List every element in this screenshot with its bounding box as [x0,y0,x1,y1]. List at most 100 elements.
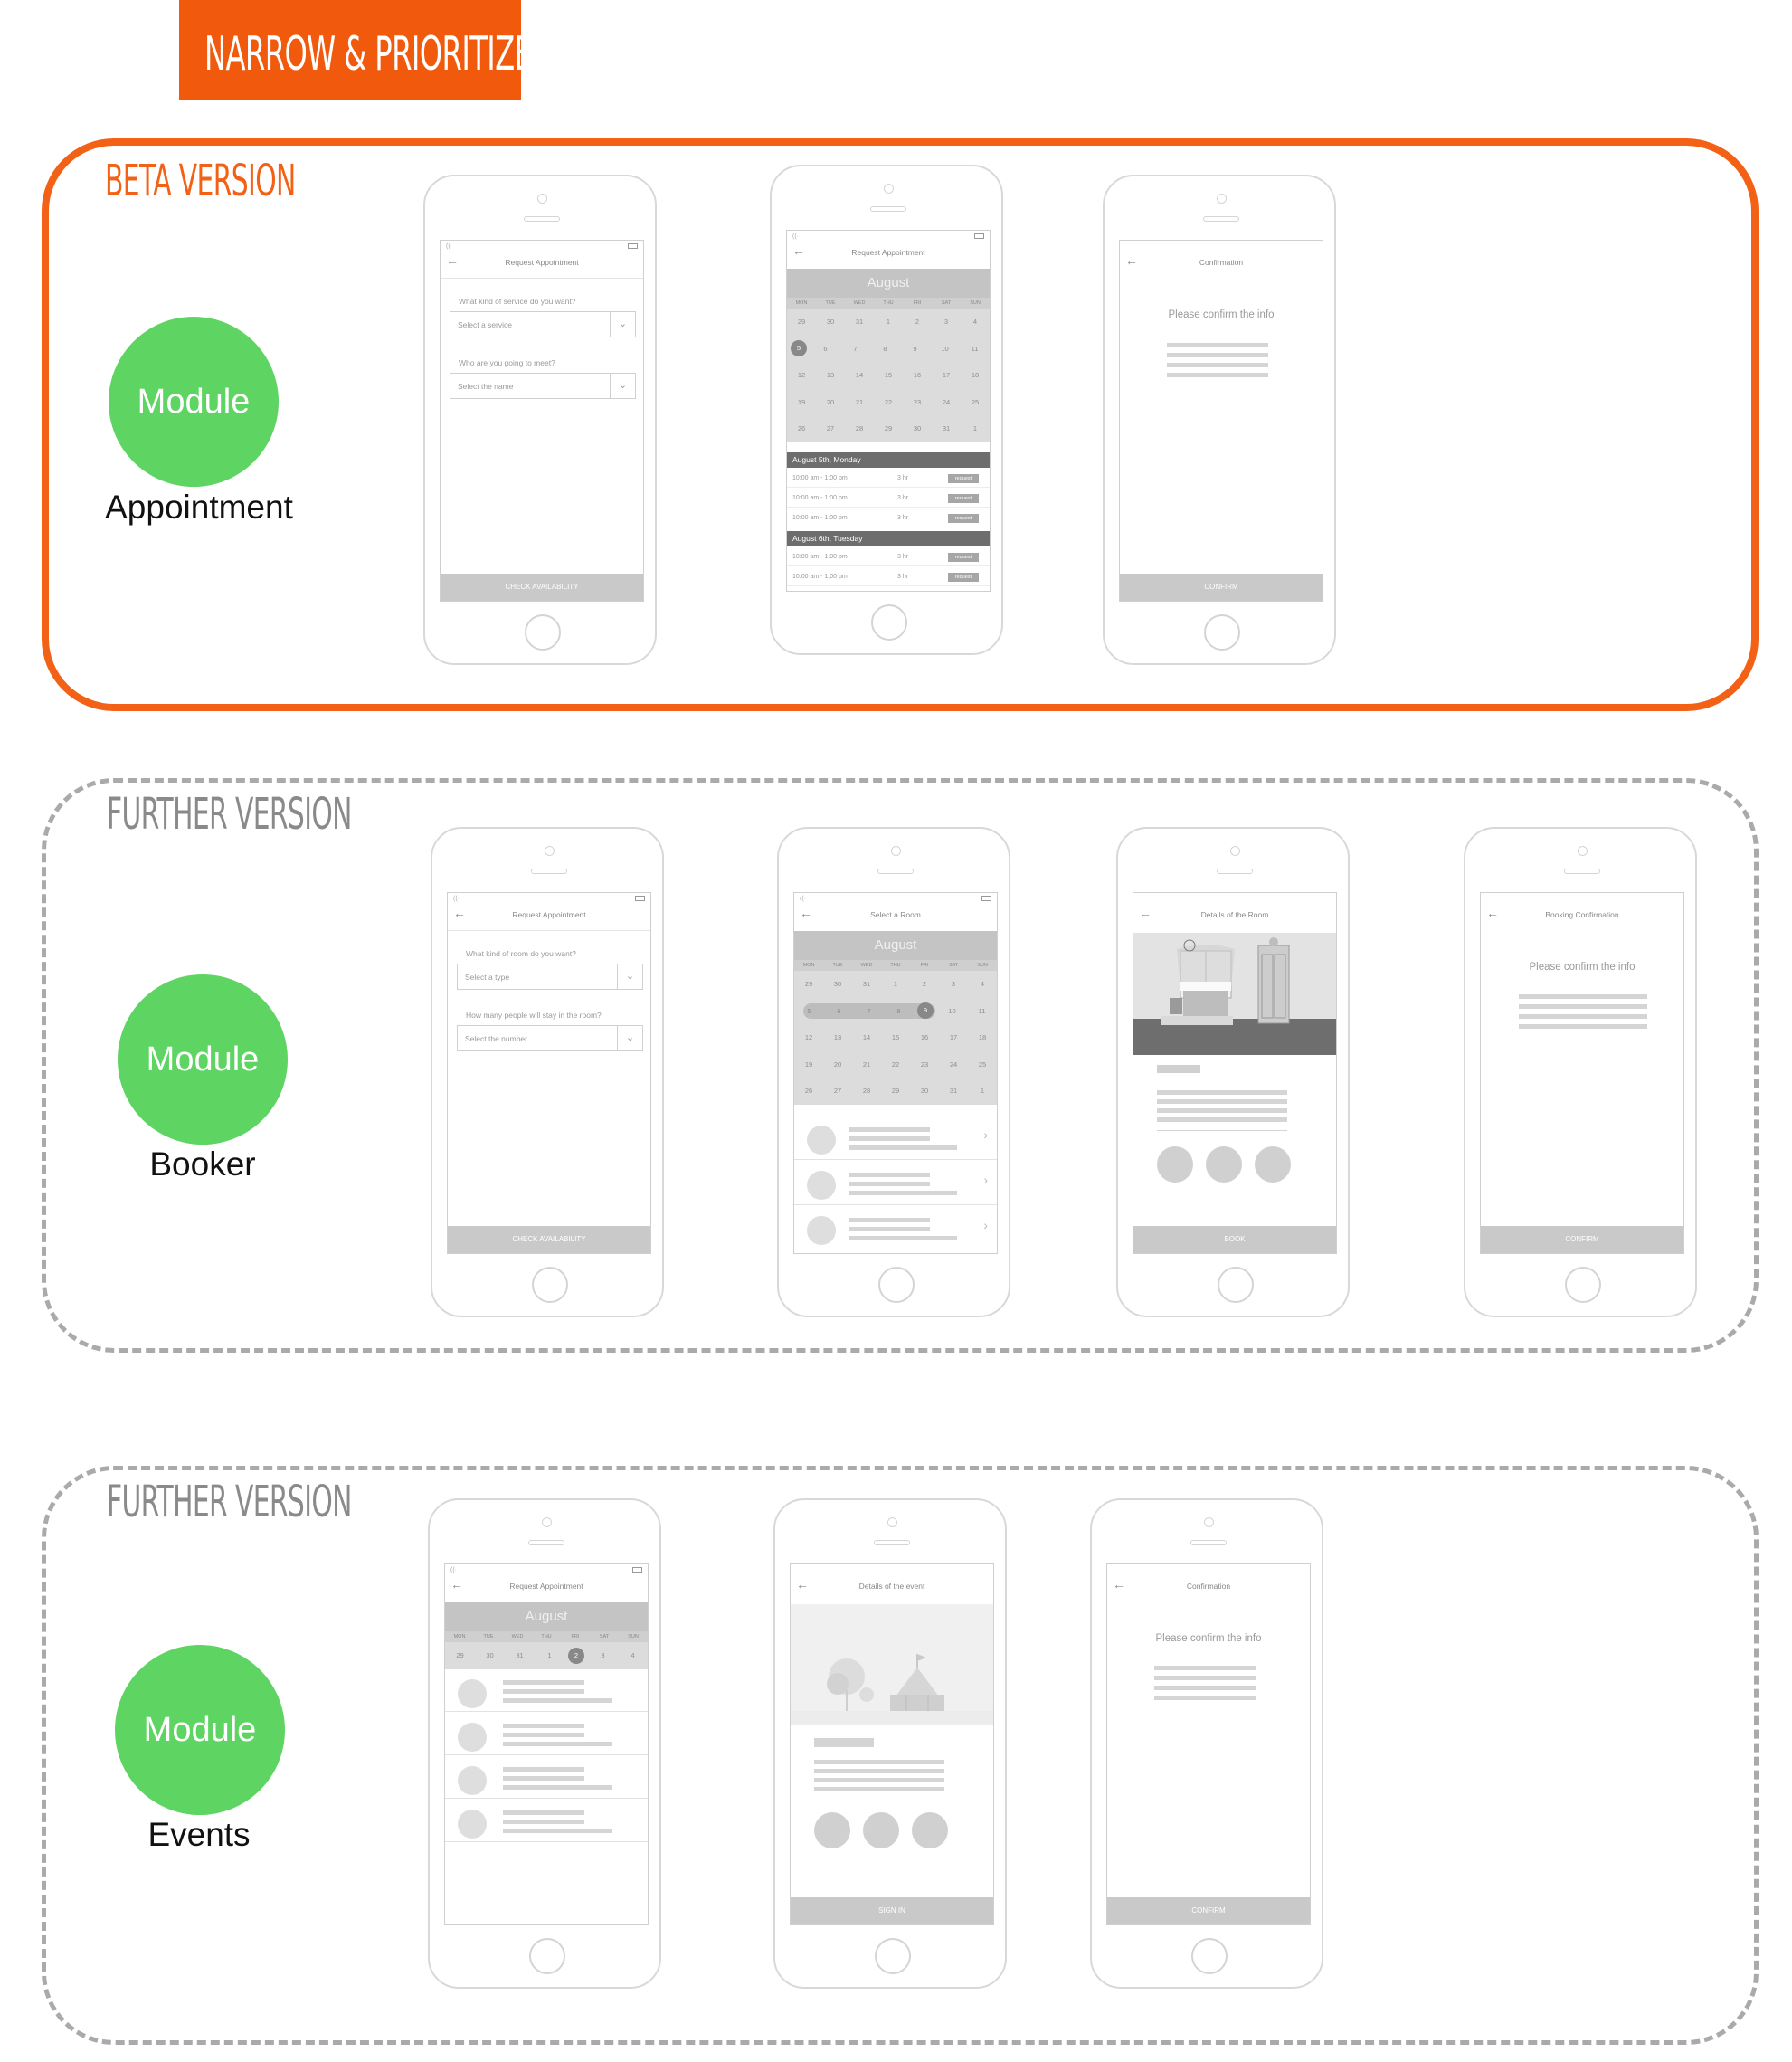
back-arrow-icon[interactable]: ← [792,243,805,258]
calendar-day[interactable]: 28 [855,424,864,433]
calendar-day[interactable]: 31 [516,1651,524,1660]
calendar-day[interactable]: 18 [971,371,980,380]
calendar-day[interactable]: 7 [867,1006,871,1015]
request-button[interactable]: request [948,573,979,582]
calendar-day[interactable]: 5 [807,1006,811,1015]
calendar-day[interactable]: 10 [948,1006,956,1015]
people-number-select[interactable]: Select the number⌄ [457,1025,643,1051]
back-arrow-icon[interactable]: ← [453,906,466,920]
calendar-day[interactable]: 27 [826,424,835,433]
event-list-item[interactable] [445,1799,648,1842]
calendar-day[interactable]: 25 [978,1060,987,1069]
calendar-day[interactable]: 29 [804,980,813,989]
calendar-day[interactable]: 22 [884,397,893,406]
calendar-day[interactable]: 30 [920,1087,929,1096]
back-arrow-icon[interactable]: ← [800,906,812,920]
calendar-day[interactable]: 8 [883,344,887,353]
calendar-day[interactable]: 30 [486,1651,494,1660]
event-list-item[interactable] [445,1712,648,1755]
home-button[interactable] [1204,614,1240,651]
calendar-day[interactable]: 12 [797,371,806,380]
home-button[interactable] [525,614,561,651]
calendar-day[interactable]: 21 [862,1060,871,1069]
calendar-day[interactable]: 2 [922,980,927,989]
home-button[interactable] [875,1938,911,1974]
calendar-day[interactable]: 7 [853,344,858,353]
calendar-day[interactable]: 14 [862,1033,871,1042]
calendar-day[interactable]: 29 [884,424,893,433]
back-arrow-icon[interactable]: ← [1125,253,1138,268]
calendar-day[interactable]: 26 [797,424,806,433]
back-arrow-icon[interactable]: ← [446,253,459,268]
calendar-day[interactable]: 24 [949,1060,958,1069]
calendar-day[interactable]: 26 [804,1087,813,1096]
calendar-day[interactable]: 31 [862,980,871,989]
calendar-day[interactable]: 25 [971,397,980,406]
confirm-button[interactable]: CONFIRM [1481,1226,1683,1253]
request-button[interactable]: request [948,553,979,562]
calendar-day[interactable]: 29 [797,318,806,327]
calendar-day[interactable]: 20 [833,1060,842,1069]
calendar-day[interactable]: 30 [913,424,922,433]
calendar-day[interactable]: 14 [855,371,864,380]
back-arrow-icon[interactable]: ← [1486,906,1499,920]
service-select[interactable]: Select a service⌄ [450,311,636,337]
calendar-day[interactable]: 1 [547,1651,552,1660]
check-availability-button[interactable]: CHECK AVAILABILITY [441,574,643,601]
home-button[interactable] [1565,1267,1601,1303]
calendar-day[interactable]: 9 [913,344,917,353]
name-select[interactable]: Select the name⌄ [450,373,636,399]
calendar-day[interactable]: 3 [601,1651,605,1660]
confirm-button[interactable]: CONFIRM [1107,1897,1310,1924]
calendar-day[interactable]: 16 [920,1033,929,1042]
request-button[interactable]: request [948,494,979,503]
calendar-day[interactable]: 11 [978,1006,986,1015]
back-arrow-icon[interactable]: ← [1113,1577,1125,1592]
calendar-day[interactable]: 10 [941,344,949,353]
home-button[interactable] [532,1267,568,1303]
calendar-day[interactable]: 13 [833,1033,842,1042]
confirm-button[interactable]: CONFIRM [1120,574,1323,601]
home-button[interactable] [529,1938,565,1974]
calendar-day[interactable]: 17 [949,1033,958,1042]
sign-in-button[interactable]: SIGN IN [791,1897,993,1924]
calendar-day[interactable]: 16 [913,371,922,380]
request-button[interactable]: request [948,514,979,523]
calendar-day[interactable]: 12 [804,1033,813,1042]
back-arrow-icon[interactable]: ← [1139,906,1152,920]
calendar-day[interactable]: 6 [837,1006,841,1015]
request-button[interactable]: request [948,474,979,483]
home-button[interactable] [878,1267,915,1303]
calendar-day[interactable]: 23 [920,1060,929,1069]
calendar-day[interactable]: 20 [826,397,835,406]
calendar-day-selected[interactable]: 9 [917,1002,934,1020]
calendar-day[interactable]: 30 [826,318,835,327]
calendar-day[interactable]: 19 [797,397,806,406]
calendar-day[interactable]: 2 [915,318,920,327]
room-list-item[interactable]: › [794,1160,997,1205]
calendar-day[interactable]: 28 [862,1087,871,1096]
calendar-day-selected[interactable]: 5 [791,340,807,357]
room-list-item[interactable]: › [794,1115,997,1160]
calendar-day[interactable]: 18 [978,1033,987,1042]
calendar-day[interactable]: 30 [833,980,842,989]
calendar-day[interactable]: 15 [884,371,893,380]
calendar-day[interactable]: 6 [823,344,828,353]
back-arrow-icon[interactable]: ← [450,1577,463,1592]
calendar-day[interactable]: 4 [980,980,985,989]
calendar-day[interactable]: 11 [971,344,979,353]
calendar-day[interactable]: 1 [886,318,891,327]
calendar-day[interactable]: 31 [942,424,951,433]
book-button[interactable]: BOOK [1133,1226,1336,1253]
calendar-day[interactable]: 31 [855,318,864,327]
calendar-day[interactable]: 1 [980,1087,985,1096]
calendar-day[interactable]: 15 [891,1033,900,1042]
home-button[interactable] [871,604,907,641]
room-type-select[interactable]: Select a type⌄ [457,964,643,990]
calendar-day[interactable]: 8 [896,1006,901,1015]
calendar-day[interactable]: 24 [942,397,951,406]
calendar-day[interactable]: 17 [942,371,951,380]
calendar-day[interactable]: 31 [949,1087,958,1096]
calendar-day[interactable]: 1 [972,424,978,433]
back-arrow-icon[interactable]: ← [796,1577,809,1592]
